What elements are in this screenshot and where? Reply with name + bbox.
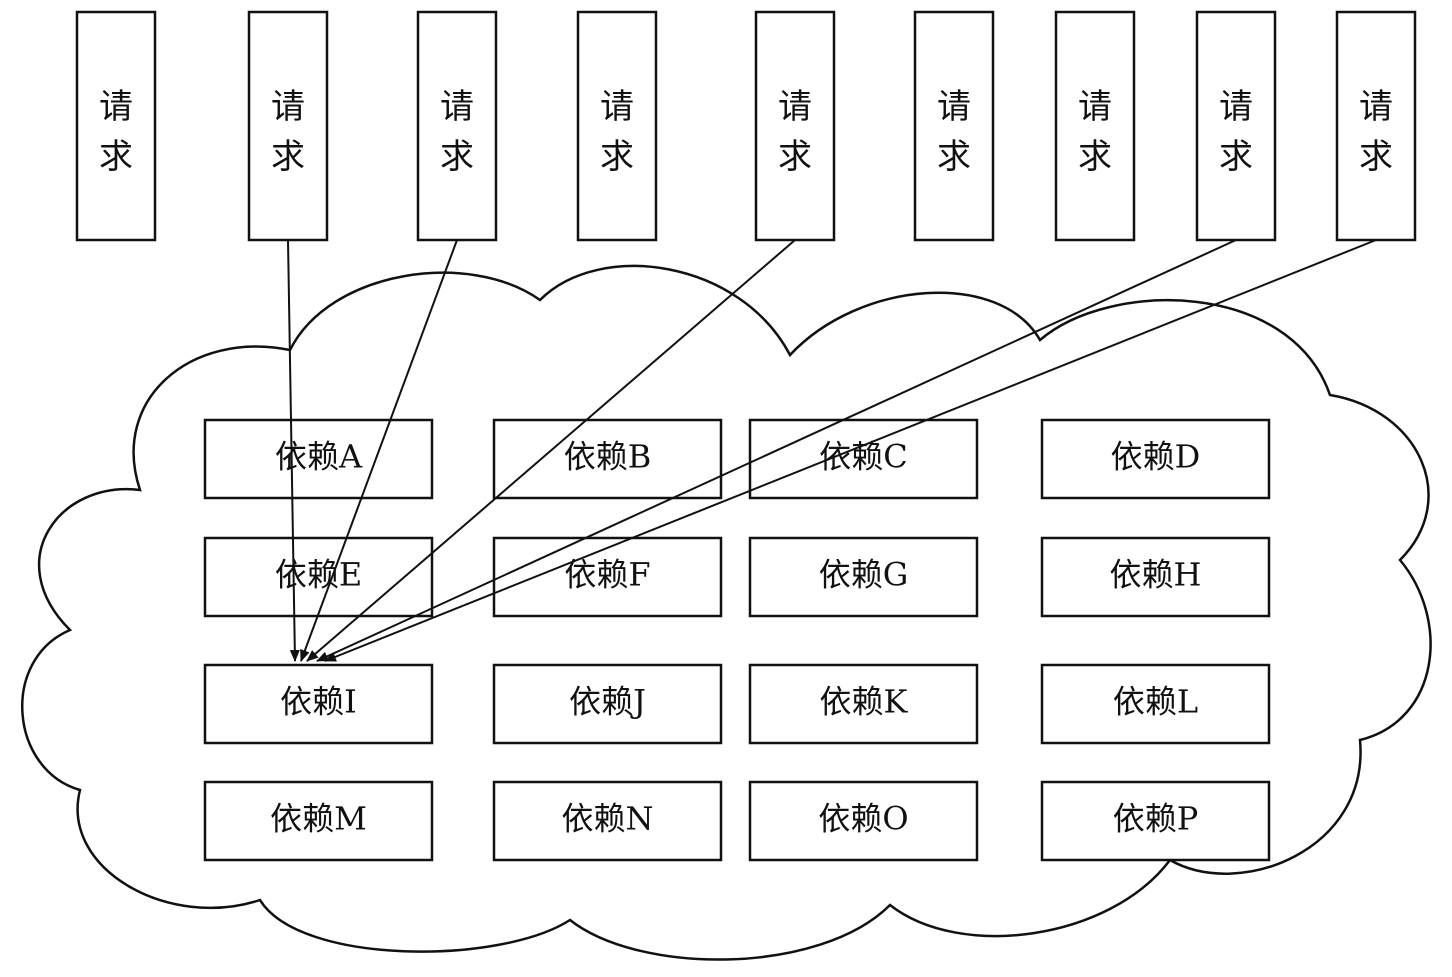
request-box: 请求 [576, 10, 658, 242]
request-label-char: 请 [1359, 87, 1393, 127]
dependency-label: 依赖C [819, 438, 908, 476]
dependency-box-border [203, 780, 434, 862]
dependency-label: 依赖D [1111, 438, 1201, 476]
dependency-box-border [1040, 780, 1271, 862]
request-arrow [324, 239, 1377, 662]
request-box-border [913, 10, 995, 242]
dependency-box: 依赖C [748, 418, 979, 500]
request-label-char: 求 [778, 137, 812, 177]
dependency-box-border [492, 780, 723, 862]
dependency-box: 依赖L [1040, 663, 1271, 745]
dependency-label: 依赖L [1113, 683, 1198, 721]
request-box: 请求 [247, 10, 329, 242]
dependency-box-border [748, 663, 979, 745]
dependency-box: 依赖D [1040, 418, 1271, 500]
request-label-char: 求 [1078, 137, 1112, 177]
dependency-box: 依赖K [748, 663, 979, 745]
request-label-char: 请 [99, 87, 133, 127]
request-box: 请求 [75, 10, 157, 242]
dependency-box: 依赖E [203, 536, 434, 618]
dependency-label: 依赖P [1113, 800, 1199, 838]
dependency-box: 依赖B [492, 418, 723, 500]
request-arrow [306, 239, 796, 662]
request-label-char: 请 [271, 87, 305, 127]
dependency-label: 依赖J [569, 683, 646, 721]
dependency-box-border [492, 418, 723, 500]
dependency-box: 依赖P [1040, 780, 1271, 862]
request-box: 请求 [754, 10, 836, 242]
dependency-box-border [492, 536, 723, 618]
request-box-border [754, 10, 836, 242]
dependencies-layer: 依赖A 依赖B 依赖C 依赖D 依赖E 依赖F 依赖G 依赖H 依赖I 依赖J 依赖K 依赖L 依赖M 依… [203, 418, 1271, 862]
dependency-label: 依赖F [564, 556, 650, 594]
dependency-label: 依赖N [561, 800, 653, 838]
dependency-box: 依赖F [492, 536, 723, 618]
dependency-box: 依赖O [748, 780, 979, 862]
dependency-box: 依赖H [1040, 536, 1271, 618]
dependency-box-border [1040, 663, 1271, 745]
dependency-label: 依赖O [818, 800, 908, 838]
request-box-border [75, 10, 157, 242]
dependency-box-border [492, 663, 723, 745]
request-label-char: 求 [99, 137, 133, 177]
dependency-box-border [748, 418, 979, 500]
request-label-char: 求 [937, 137, 971, 177]
request-label-char: 求 [440, 137, 474, 177]
request-label-char: 请 [1219, 87, 1253, 127]
dependency-box: 依赖M [203, 780, 434, 862]
dependency-label: 依赖H [1110, 556, 1202, 594]
dependency-box-border [203, 663, 434, 745]
request-box-border [1335, 10, 1417, 242]
dependency-box: 依赖G [748, 536, 979, 618]
request-label-char: 请 [1078, 87, 1112, 127]
request-label-char: 请 [778, 87, 812, 127]
request-label-char: 请 [440, 87, 474, 127]
request-label-char: 请 [600, 87, 634, 127]
dependency-box: 依赖A [203, 418, 434, 500]
request-box: 请求 [1054, 10, 1136, 242]
dependency-label: 依赖M [270, 800, 367, 838]
request-box: 请求 [1335, 10, 1417, 242]
request-box-border [416, 10, 498, 242]
dependency-label: 依赖I [280, 683, 357, 721]
edges-layer [287, 239, 1377, 662]
request-box-border [1195, 10, 1277, 242]
request-arrow [300, 239, 458, 662]
request-arrow [316, 239, 1237, 662]
dependency-box-border [748, 536, 979, 618]
request-label-char: 求 [600, 137, 634, 177]
dependency-box-border [203, 536, 434, 618]
dependency-box: 依赖N [492, 780, 723, 862]
dependency-label: 依赖B [564, 438, 652, 476]
dependency-box-border [1040, 536, 1271, 618]
request-box-border [1054, 10, 1136, 242]
dependency-label: 依赖A [275, 438, 363, 476]
request-label-char: 求 [271, 137, 305, 177]
dependency-box-border [203, 418, 434, 500]
dependency-box: 依赖J [492, 663, 723, 745]
request-box: 请求 [1195, 10, 1277, 242]
request-label-char: 请 [937, 87, 971, 127]
dependency-box: 依赖I [203, 663, 434, 745]
dependency-box-border [1040, 418, 1271, 500]
dependency-box-border [748, 780, 979, 862]
request-box: 请求 [416, 10, 498, 242]
request-arrow [287, 239, 300, 662]
request-label-char: 求 [1359, 137, 1393, 177]
dependency-label: 依赖G [819, 556, 909, 594]
request-label-char: 求 [1219, 137, 1253, 177]
request-box-border [576, 10, 658, 242]
dependency-label: 依赖E [275, 556, 362, 594]
request-box: 请求 [913, 10, 995, 242]
dependency-label: 依赖K [820, 683, 909, 721]
